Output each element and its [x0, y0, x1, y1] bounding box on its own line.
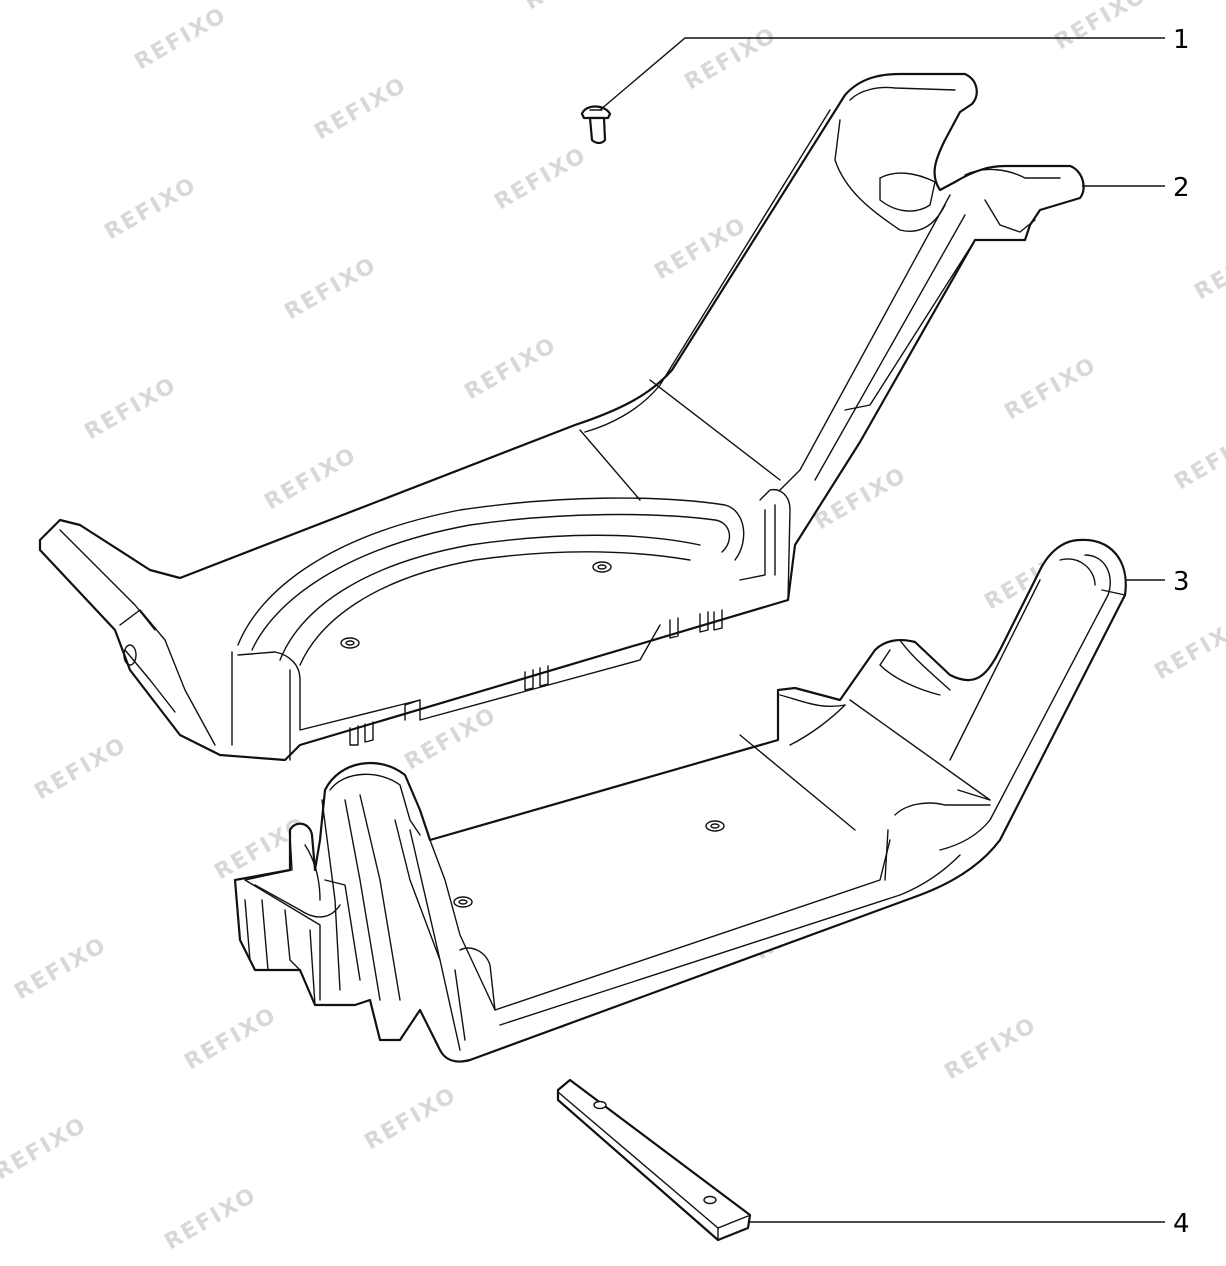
callout-1: 1 — [1173, 25, 1190, 55]
watermark-text: REFIXO — [261, 443, 362, 516]
watermark-text: REFIXO — [281, 253, 382, 326]
watermark-text: REFIXO — [401, 703, 502, 776]
callout-4: 4 — [1173, 1209, 1190, 1239]
callout-labels: 1 2 3 4 — [1173, 25, 1190, 1239]
watermark-text: REFIXO — [1191, 233, 1226, 306]
watermark-text: REFIXO — [361, 1083, 462, 1156]
watermark-text: REFIXO — [1051, 0, 1152, 55]
watermark-text: REFIXO — [1151, 613, 1226, 686]
lower-bracket — [233, 538, 1127, 1063]
watermark-text: REFIXO — [681, 23, 782, 96]
watermark-text: REFIXO — [521, 0, 622, 15]
leader-1 — [599, 37, 1165, 111]
watermark-text: REFIXO — [941, 1013, 1042, 1086]
watermark-text: REFIXO — [131, 3, 232, 76]
spacer-strip — [556, 1078, 752, 1242]
callout-3: 3 — [1173, 567, 1190, 597]
watermark-text: REFIXO — [101, 173, 202, 246]
watermark-text: REFIXO — [491, 143, 592, 216]
watermark-text: REFIXO — [31, 733, 132, 806]
upper-bracket — [38, 72, 1085, 762]
watermark-text: REFIXO — [311, 73, 412, 146]
watermark-text: REFIXO — [11, 933, 112, 1006]
watermark-text: REFIXO — [0, 1113, 91, 1186]
callout-2: 2 — [1173, 173, 1190, 203]
watermark-text: REFIXO — [161, 1183, 262, 1256]
watermark-text: REFIXO — [1001, 353, 1102, 426]
watermark-text: REFIXO — [181, 1003, 282, 1076]
screw — [580, 105, 612, 145]
watermark-text: REFIXO — [461, 333, 562, 406]
leader-lines — [599, 37, 1165, 1223]
watermark-text: REFIXO — [81, 373, 182, 446]
watermark-text: REFIXO — [1171, 423, 1226, 496]
